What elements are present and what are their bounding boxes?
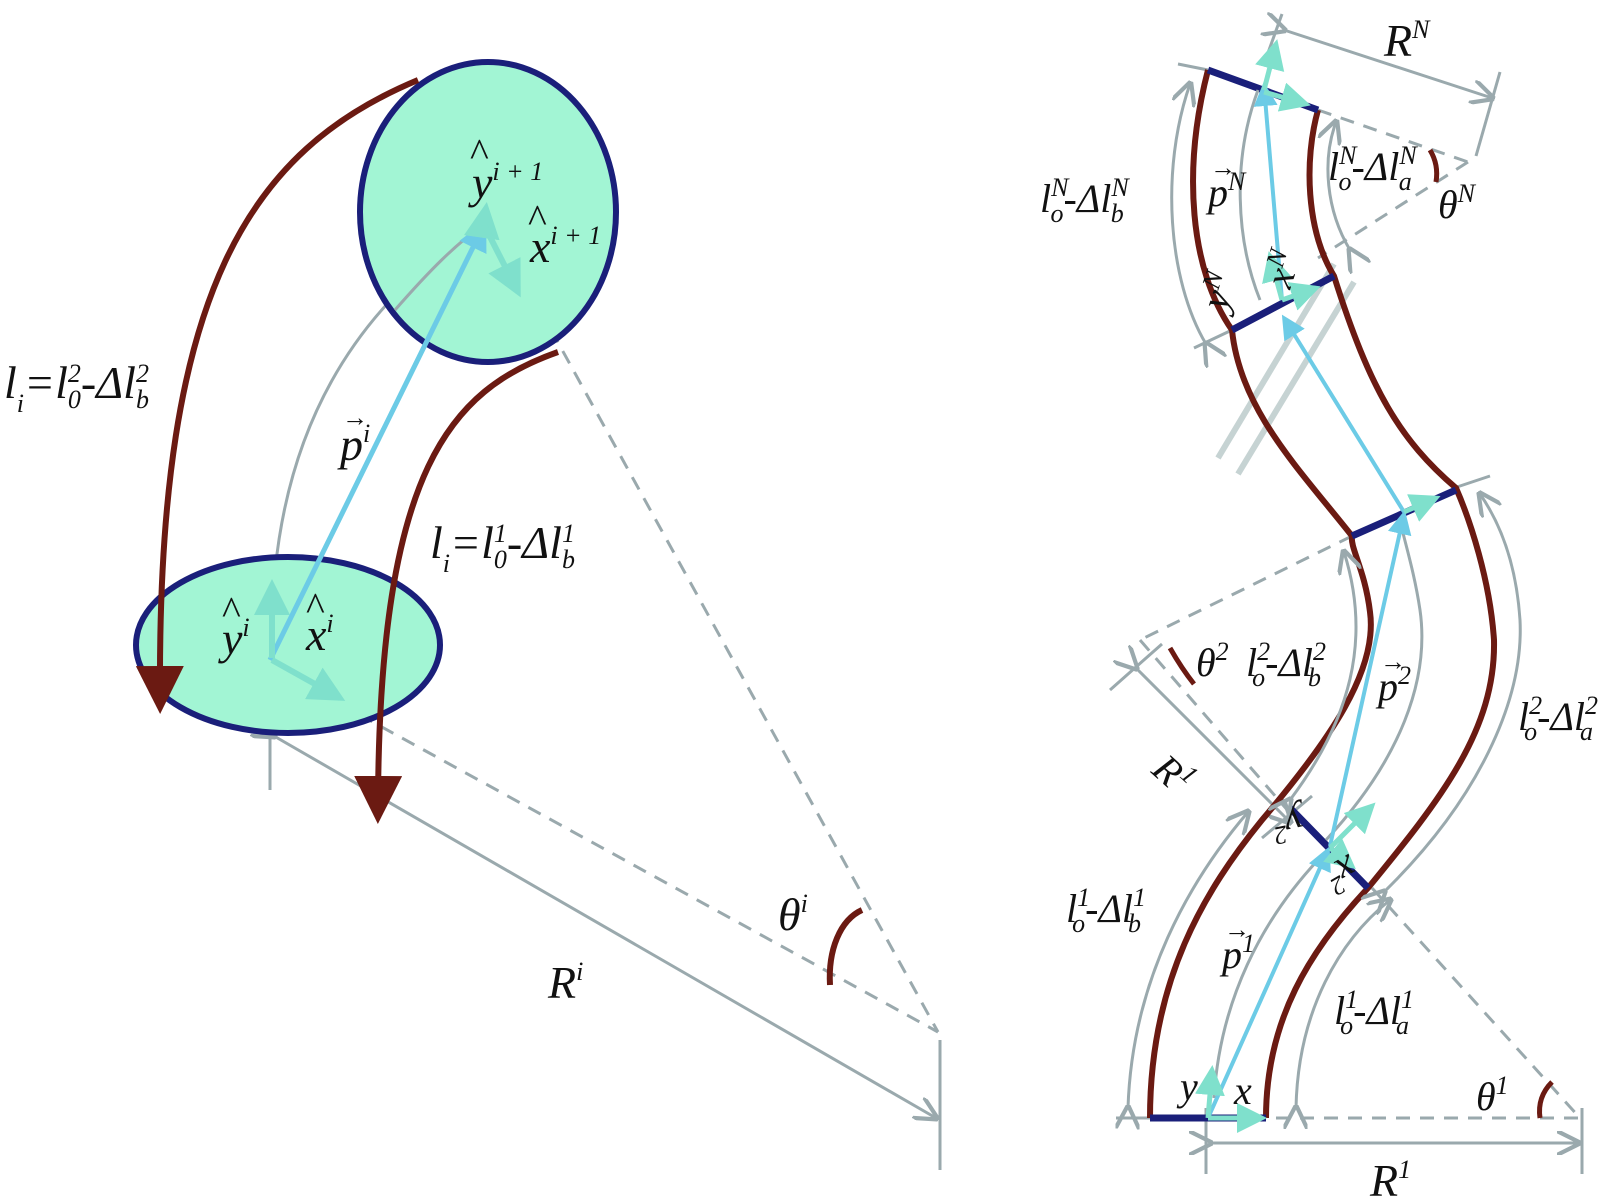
right-segN-y-axis — [1262, 251, 1292, 301]
right-label-base-x: x — [1233, 1068, 1252, 1113]
left-inner-tube-wall — [354, 349, 559, 824]
left-base-section — [133, 554, 443, 736]
right-arrow-p2-backbone — [1324, 519, 1424, 842]
left-arrow-p: → — [342, 403, 368, 432]
left-hat-x-next: ^ — [528, 196, 547, 241]
left-tip-x-axis — [481, 223, 521, 298]
right-label-pN: pN — [1205, 167, 1247, 215]
right-tip-y-axis — [1255, 39, 1285, 91]
right-theta1-arc — [1537, 1080, 1554, 1119]
left-hat-y-next: ^ — [470, 130, 489, 175]
right-arrow-pN: → — [1210, 153, 1236, 182]
right-label-base-y: y — [1176, 1064, 1198, 1109]
right-dashed-seg1-radius — [1370, 886, 1582, 1120]
right-arrow-len-bN — [1170, 84, 1206, 344]
right-base-y-axis — [1194, 1065, 1225, 1119]
right-label-thetaN: θN — [1438, 179, 1477, 227]
right-label-xN: xN — [1255, 244, 1310, 294]
left-label-y-next: yi + 1 — [468, 157, 543, 208]
right-arrow-p1-backbone — [1212, 858, 1320, 1099]
right-position-vector-mid — [1281, 314, 1406, 514]
right-arrow-len-b1 — [1128, 812, 1248, 1108]
right-thetaN-arc — [1427, 148, 1440, 183]
right-theta2-arc — [1167, 646, 1196, 686]
left-label-x: xi — [305, 609, 334, 660]
left-label-p: pi — [337, 419, 370, 470]
right-label-p1: p1 — [1219, 929, 1255, 977]
left-bend-angle-arc — [826, 907, 864, 986]
left-label-x-next: xi + 1 — [529, 221, 601, 272]
left-hat-x: ^ — [306, 584, 325, 629]
right-arrow-len-a2 — [1384, 494, 1522, 892]
right-arrow-p1: → — [1224, 915, 1250, 944]
left-dashed-radius-bottom — [359, 713, 939, 1034]
right-label-R1-mid: R1 — [1143, 742, 1204, 803]
right-RN-tick-b — [1474, 71, 1502, 157]
right-tip-x-axis — [1263, 82, 1311, 112]
left-segment-figure: yi + 1 ^ xi + 1 ^ pi → yi ^ xi ^ θi Ri l… — [4, 59, 940, 1170]
right-seg2-section — [1350, 486, 1458, 540]
right-seg2-top-ext — [1453, 474, 1491, 490]
right-arrow-len-aN — [1328, 122, 1350, 250]
right-R1mid-tick-a — [1109, 642, 1163, 692]
right-break-mark-2 — [1235, 280, 1357, 476]
right-segN-top-ext — [1177, 62, 1209, 72]
right-position-vector-p2 — [1328, 510, 1412, 847]
right-dashed-seg2-radius-a — [1139, 534, 1353, 642]
right-label-theta1: θ1 — [1476, 1071, 1509, 1119]
right-label-p2: p2 — [1375, 661, 1411, 709]
left-hat-y: ^ — [222, 588, 241, 633]
left-position-vector — [267, 220, 487, 662]
right-arrow-p2: → — [1380, 647, 1406, 676]
right-R1mid-dimension-arrow — [1136, 668, 1290, 822]
left-label-radius: Ri — [547, 957, 583, 1008]
left-label-y: yi — [218, 613, 250, 664]
right-label-theta2: θ2 — [1196, 637, 1229, 685]
right-label-R1-bottom: R1 — [1369, 1155, 1411, 1202]
left-tip-y-axis — [463, 202, 500, 241]
right-position-vector-p1 — [1206, 846, 1331, 1119]
left-radius-dimension-arrow — [274, 736, 936, 1118]
right-seg2-x-axis — [1323, 838, 1356, 870]
right-label-RN: RN — [1383, 15, 1431, 66]
right-arrow-len-a1 — [1296, 900, 1390, 1108]
right-RN-dimension-arrow — [1284, 30, 1492, 98]
left-base-x-axis — [270, 657, 346, 701]
right-mid-x-axis — [1402, 494, 1441, 522]
left-dashed-radius-top — [526, 287, 940, 1033]
right-segN-x-axis — [1281, 282, 1321, 311]
right-arrow-pN-backbone — [1238, 89, 1262, 301]
right-arrow-len-b2 — [1290, 552, 1356, 800]
left-outer-tube-wall — [135, 77, 420, 714]
left-label-theta: θi — [778, 889, 808, 940]
